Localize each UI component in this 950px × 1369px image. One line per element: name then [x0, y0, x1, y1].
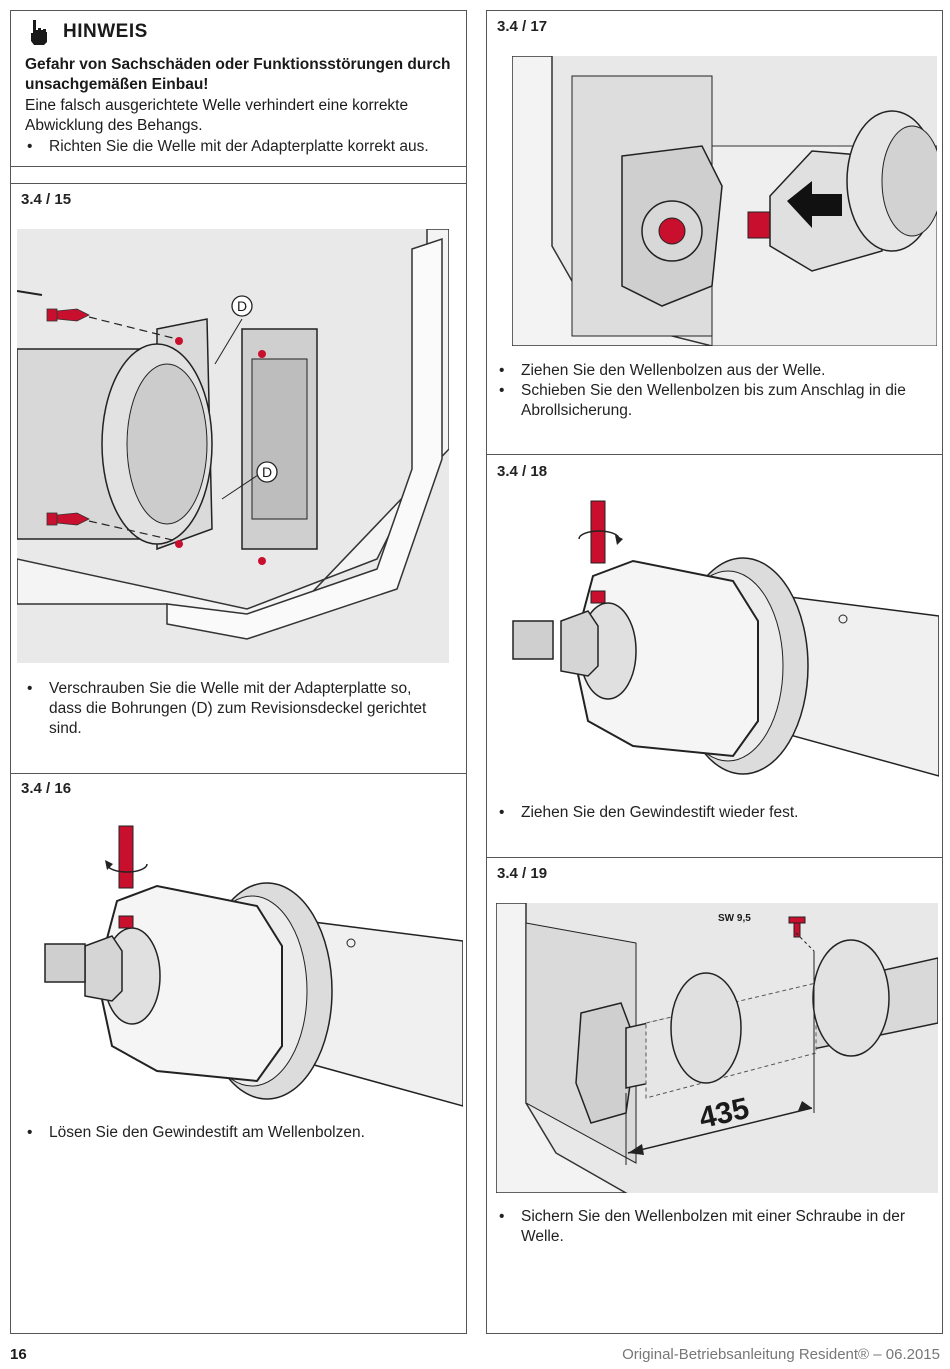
list-item: Lösen Sie den Gewindestift am Wellenbolz… — [25, 1123, 445, 1143]
figure-pull-shaft-bolt — [512, 56, 937, 346]
step-19-bullets: Sichern Sie den Wellenbolzen mit einer S… — [497, 1207, 927, 1247]
list-item: Richten Sie die Welle mit der Adapterpla… — [25, 137, 455, 157]
notice-warning: Gefahr von Sachschäden oder Funktionsstö… — [25, 56, 451, 93]
wrench-size-label: SW 9,5 — [718, 913, 751, 924]
callout-d-lower-label: D — [261, 464, 273, 480]
divider — [11, 166, 466, 167]
list-item: Sichern Sie den Wellenbolzen mit einer S… — [497, 1207, 927, 1247]
callout-d-lower — [256, 461, 278, 483]
hand-pointing-icon — [31, 20, 47, 45]
step-label-16: 3.4 / 16 — [21, 780, 72, 797]
divider — [11, 183, 466, 184]
list-item: Verschrauben Sie die Welle mit der Adapt… — [25, 679, 445, 739]
step-18-bullets: Ziehen Sie den Gewindestift wieder fest. — [497, 803, 927, 823]
step-label-17: 3.4 / 17 — [497, 18, 548, 35]
callout-d-upper-label: D — [236, 298, 248, 314]
list-item: Schieben Sie den Wellenbolzen bis zum An… — [497, 381, 927, 421]
page-number: 16 — [10, 1346, 27, 1363]
notice-bullet-list: Richten Sie die Welle mit der Adapterpla… — [25, 137, 455, 157]
right-column: 3.4 / 17 Ziehen Sie den Wellenbolzen aus… — [486, 10, 943, 1334]
step-17-bullets: Ziehen Sie den Wellenbolzen aus der Well… — [497, 361, 927, 421]
step-15-bullets: Verschrauben Sie die Welle mit der Adapt… — [25, 679, 445, 739]
list-item: Ziehen Sie den Wellenbolzen aus der Well… — [497, 361, 927, 381]
figure-secure-shaft-bolt: SW 9,5 435 — [496, 903, 938, 1193]
figure-tighten-set-screw — [503, 491, 939, 791]
document-footer: Original-Betriebsanleitung Resident® – 0… — [622, 1346, 940, 1363]
divider — [11, 773, 466, 774]
divider — [487, 857, 942, 858]
figure-shaft-adapter-plate: D D — [17, 229, 449, 663]
list-item: Ziehen Sie den Gewindestift wieder fest. — [497, 803, 927, 823]
left-column: HINWEIS Gefahr von Sachschäden oder Funk… — [10, 10, 467, 1334]
step-label-15: 3.4 / 15 — [21, 191, 72, 208]
figure-loosen-set-screw — [27, 816, 463, 1116]
step-16-bullets: Lösen Sie den Gewindestift am Wellenbolz… — [25, 1123, 445, 1143]
notice-title: HINWEIS — [63, 21, 148, 42]
divider — [487, 454, 942, 455]
callout-d-upper — [231, 295, 253, 317]
step-label-19: 3.4 / 19 — [497, 865, 548, 882]
notice-text: Eine falsch ausgerichtete Welle verhinde… — [25, 97, 409, 134]
step-label-18: 3.4 / 18 — [497, 463, 548, 480]
